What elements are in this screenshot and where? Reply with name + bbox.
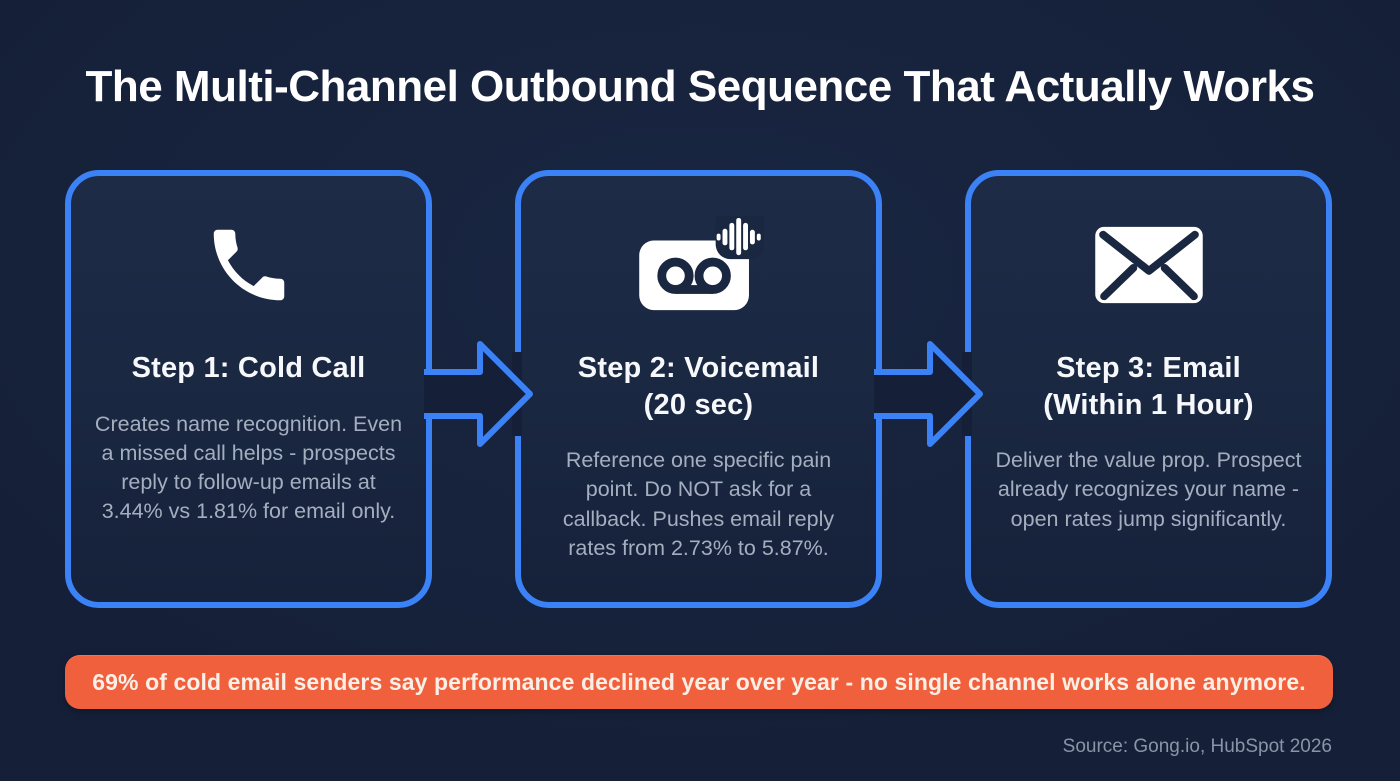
email-icon (1090, 212, 1208, 318)
step-description: Reference one specific pain point. Do NO… (562, 448, 835, 560)
phone-icon (202, 212, 296, 318)
stat-banner-text: 69% of cold email senders say performanc… (92, 668, 1306, 695)
step-card-voicemail: Step 2: Voicemail (20 sec) Reference one… (515, 170, 882, 608)
step-title: Step 1: Cold Call (131, 352, 366, 384)
step-description: Creates name recognition. Even a missed … (94, 411, 403, 524)
step-title: Step 2: Voicemail (20 sec) (577, 352, 820, 421)
steps-row: Step 1: Cold Call Creates name recogniti… (65, 170, 1332, 608)
arrow-right-icon (424, 341, 533, 447)
step-description: Deliver the value prop. Prospect already… (995, 448, 1302, 531)
step-title: Step 3: Email (Within 1 Hour) (1043, 352, 1254, 421)
voicemail-icon (634, 212, 764, 318)
step-card-email: Step 3: Email (Within 1 Hour) Deliver th… (965, 170, 1332, 608)
step-card-cold-call: Step 1: Cold Call Creates name recogniti… (65, 170, 432, 608)
source-caption: Source: Gong.io, HubSpot 2026 (1062, 736, 1332, 757)
stat-banner: 69% of cold email senders say performanc… (65, 655, 1333, 709)
arrow-right-icon (874, 341, 983, 447)
page-title: The Multi-Channel Outbound Sequence That… (85, 62, 1315, 111)
